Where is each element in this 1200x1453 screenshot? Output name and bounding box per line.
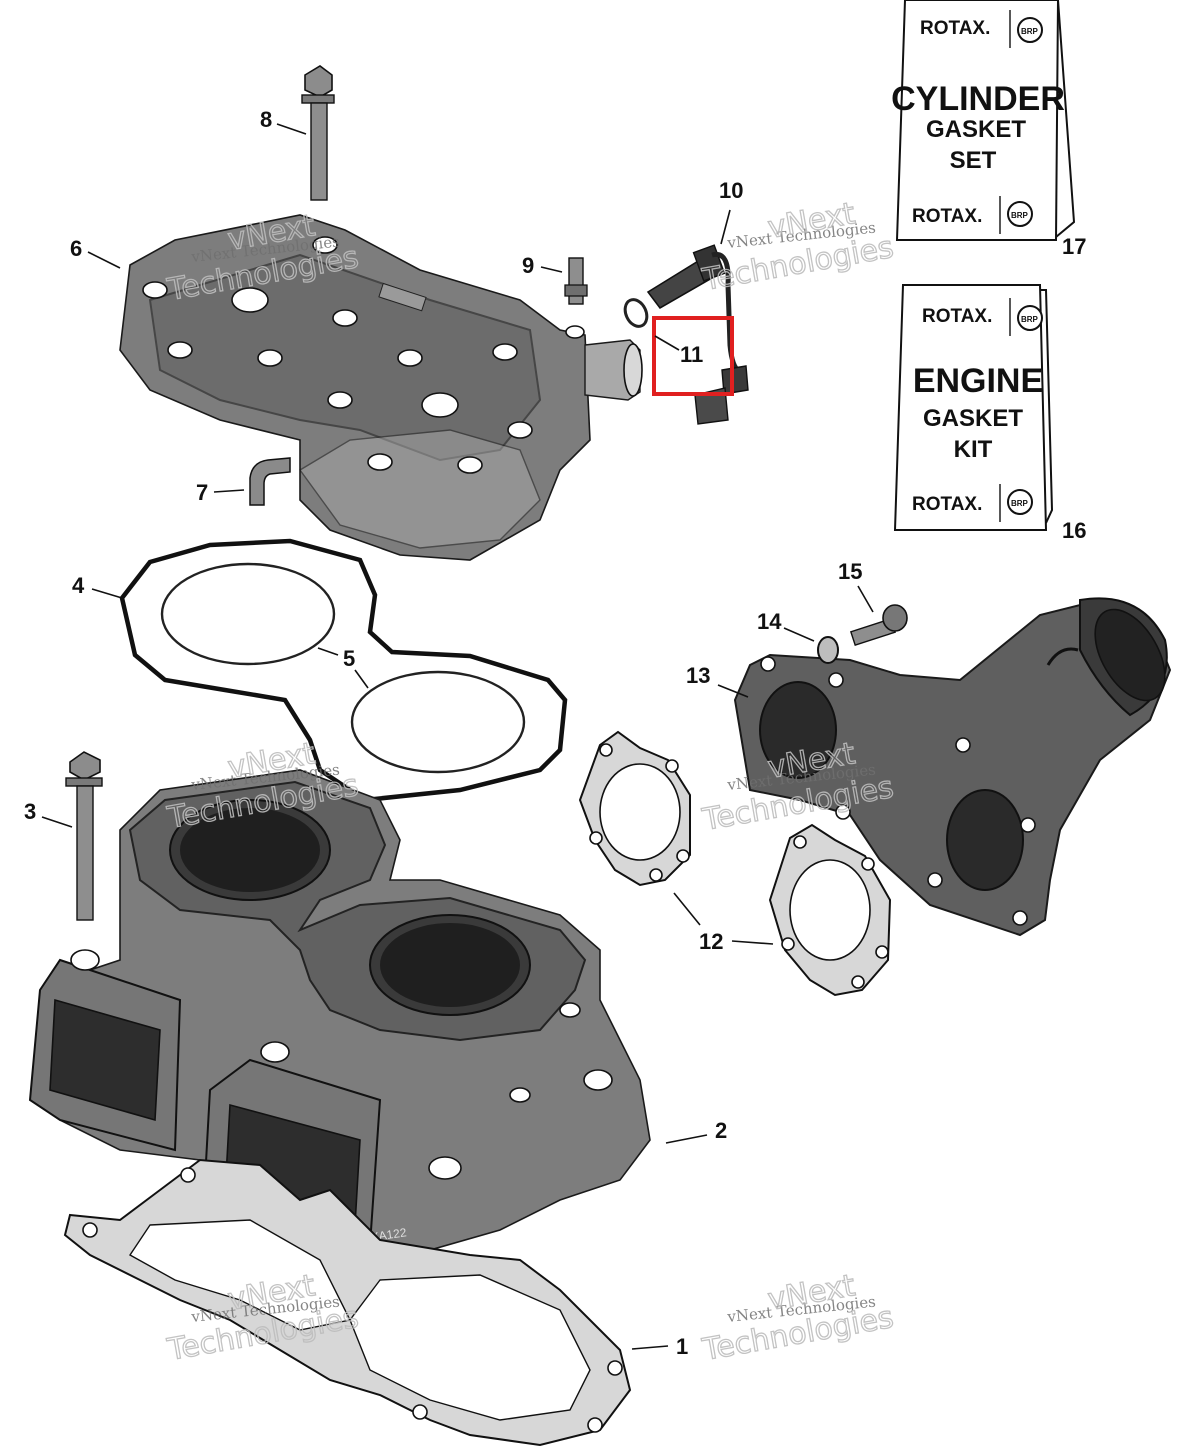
base-gasket bbox=[63, 1158, 632, 1447]
brp-logo-icon bbox=[1017, 17, 1043, 43]
callout-11[interactable]: 11 bbox=[680, 342, 703, 367]
cylinder-bag-brand-bottom: ROTAX. bbox=[912, 206, 982, 227]
engine-bag-line3: KIT bbox=[954, 436, 993, 463]
callout-16[interactable]: 16 bbox=[1062, 518, 1086, 543]
leader-lines bbox=[41, 123, 874, 1350]
exhaust-gasket-right bbox=[768, 823, 892, 997]
callout-2[interactable]: 2 bbox=[715, 1118, 727, 1143]
callout-1[interactable]: 1 bbox=[676, 1334, 688, 1359]
exhaust-manifold bbox=[733, 597, 1172, 937]
callout-10[interactable]: 10 bbox=[719, 178, 743, 203]
engine-bag-brand-top: ROTAX. bbox=[922, 306, 992, 327]
callout-6[interactable]: 6 bbox=[70, 236, 82, 261]
callout-5[interactable]: 5 bbox=[343, 646, 355, 671]
cylinder-bag-line2: GASKET bbox=[926, 116, 1026, 143]
callout-9[interactable]: 9 bbox=[522, 253, 534, 278]
cylinder-bag-brand-top: ROTAX. bbox=[920, 18, 990, 39]
fitting-stud bbox=[564, 257, 588, 305]
elbow-fitting bbox=[249, 457, 291, 506]
cylinder-block: CXA122 bbox=[28, 769, 651, 1251]
engine-bag-line2: GASKET bbox=[923, 405, 1023, 432]
manifold-screw bbox=[849, 604, 908, 647]
washer bbox=[817, 636, 839, 664]
brp-logo-icon bbox=[1017, 305, 1043, 331]
engine-gasket-kit-bag: ROTAX. BRP ENGINE GASKET KIT ROTAX. BRP bbox=[893, 284, 1054, 531]
cylinder-bag-line3: SET bbox=[950, 147, 997, 174]
callout-14[interactable]: 14 bbox=[757, 609, 782, 634]
exhaust-gasket-left bbox=[578, 730, 691, 887]
sensor-o-ring bbox=[623, 298, 649, 328]
callout-15[interactable]: 15 bbox=[838, 559, 862, 584]
temperature-sensor bbox=[646, 244, 749, 425]
callout-7[interactable]: 7 bbox=[196, 480, 208, 505]
highlight-box bbox=[652, 316, 734, 396]
brp-logo-icon bbox=[1007, 201, 1033, 227]
callout-4[interactable]: 4 bbox=[72, 573, 85, 598]
callout-17[interactable]: 17 bbox=[1062, 234, 1086, 259]
callout-12[interactable]: 12 bbox=[699, 929, 723, 954]
cylinder-bag-title: CYLINDER bbox=[891, 80, 1065, 118]
engine-bag-brand-bottom: ROTAX. bbox=[912, 494, 982, 515]
cylinder-bag-badge-bottom: BRP bbox=[1011, 211, 1029, 220]
engine-bag-badge-bottom: BRP bbox=[1011, 499, 1029, 508]
cylinder-bag-badge-top: BRP bbox=[1021, 27, 1039, 36]
cylinder-bolt bbox=[65, 751, 103, 921]
watermark-group: vNext Technologies vNext Technologies vN… bbox=[164, 196, 897, 1369]
engine-bag-badge-top: BRP bbox=[1021, 315, 1039, 324]
callout-3[interactable]: 3 bbox=[24, 799, 36, 824]
callouts: 1 2 3 4 5 6 7 8 9 10 11 12 13 14 15 16 1… bbox=[24, 107, 1086, 1359]
brp-logo-icon bbox=[1007, 489, 1033, 515]
cylinder-gasket-set-bag: ROTAX. BRP CYLINDER GASKET SET ROTAX. BR… bbox=[891, 0, 1076, 241]
head-bolt bbox=[301, 65, 335, 201]
engine-bag-title: ENGINE bbox=[913, 362, 1043, 400]
cylinder-o-ring-left bbox=[160, 562, 336, 666]
head-o-ring-large bbox=[119, 538, 568, 803]
callout-8[interactable]: 8 bbox=[260, 107, 272, 132]
cylinder-o-ring-right bbox=[350, 670, 526, 774]
callout-13[interactable]: 13 bbox=[686, 663, 710, 688]
cylinder-head bbox=[119, 214, 643, 561]
